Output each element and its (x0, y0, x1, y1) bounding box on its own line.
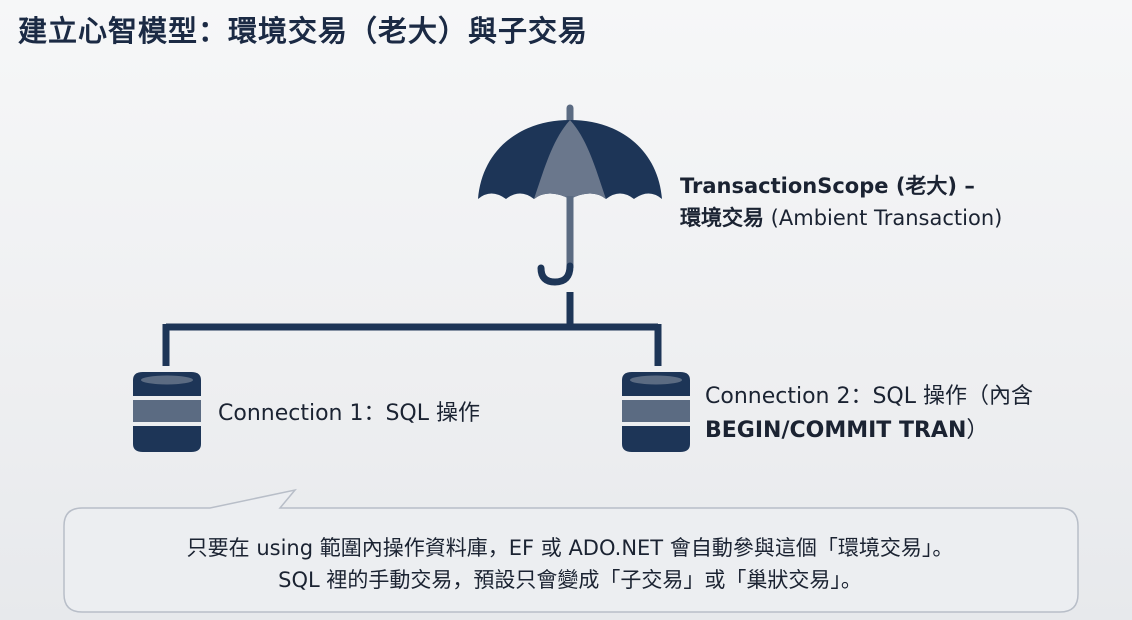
connection1-label: Connection 1：SQL 操作 (218, 401, 481, 426)
page-title: 建立心智模型：環境交易（老大）與子交易 (18, 14, 589, 48)
connector-lines (162, 292, 662, 366)
connection2-line2-bold: BEGIN/COMMIT TRAN (705, 418, 967, 443)
connection2-line2-rest: ） (966, 418, 989, 443)
scope-label-line1: TransactionScope (老大) – (680, 174, 975, 198)
connection2-label: Connection 2：SQL 操作（內含 BEGIN/COMMIT TRAN… (705, 380, 1033, 448)
transaction-scope-label: TransactionScope (老大) – 環境交易 (Ambient Tr… (680, 170, 1002, 234)
database-icon (622, 372, 690, 452)
callout-text: 只要在 using 範圍內操作資料庫，EF 或 ADO.NET 會自動參與這個「… (64, 532, 1076, 596)
callout-line2: SQL 裡的手動交易，預設只會變成「子交易」或「巢狀交易」。 (278, 568, 862, 592)
callout-line1: 只要在 using 範圍內操作資料庫，EF 或 ADO.NET 會自動參與這個「… (186, 536, 954, 560)
database-icon (133, 372, 201, 452)
scope-label-line2-bold: 環境交易 (680, 206, 764, 230)
callout-bubble (63, 488, 1079, 613)
connection2-line1: Connection 2：SQL 操作（內含 (705, 384, 1034, 409)
umbrella-icon (478, 104, 662, 286)
scope-label-line2-rest: (Ambient Transaction) (764, 206, 1003, 230)
